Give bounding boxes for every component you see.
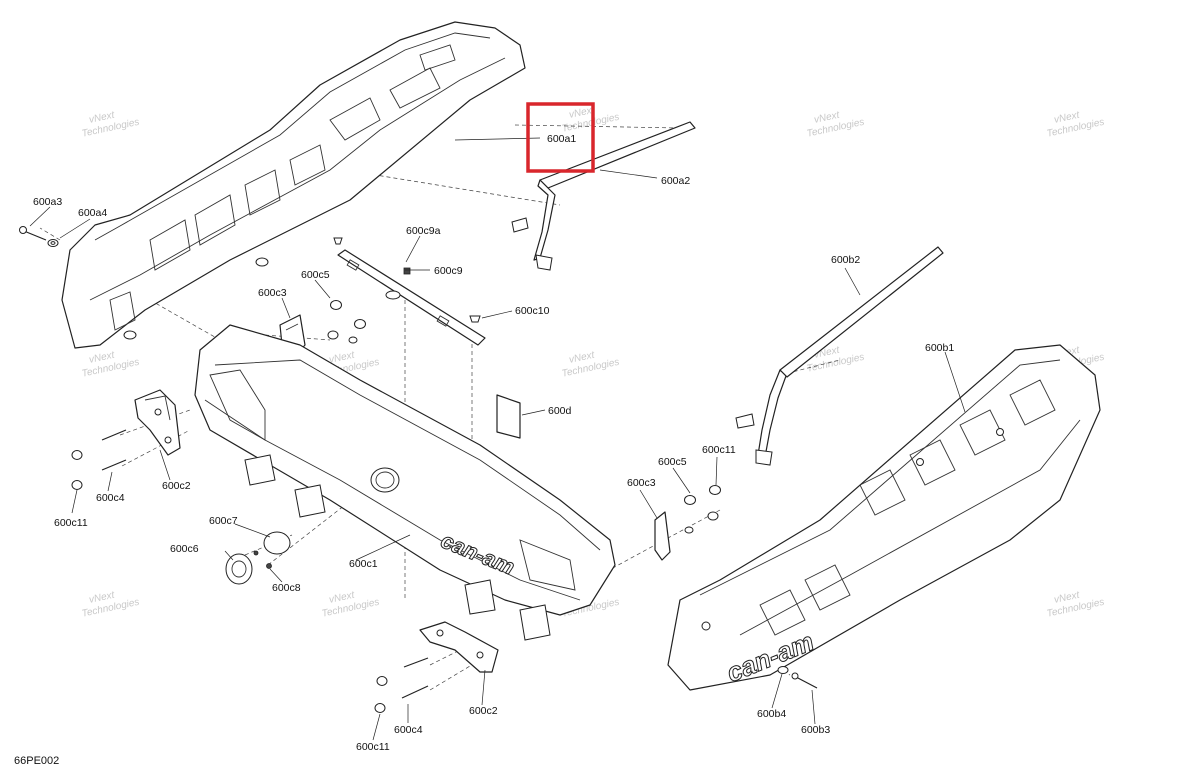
center-main-panel[interactable]: can-am: [194, 324, 616, 641]
panel-tab: [244, 454, 276, 486]
label-600c7[interactable]: 600c7: [209, 515, 238, 527]
label-600b3[interactable]: 600b3: [801, 724, 830, 736]
label-600a3[interactable]: 600a3: [33, 196, 62, 208]
watermark: vNext Technologies: [81, 350, 141, 380]
label-600c5-left[interactable]: 600c5: [301, 269, 330, 281]
panel-tab: [294, 484, 326, 518]
panel-hole: [916, 458, 924, 466]
svg-text:vNext: vNext: [568, 105, 596, 121]
emblem-600c6[interactable]: [225, 553, 253, 585]
label-600c10[interactable]: 600c10: [515, 305, 550, 317]
panel-hole: [996, 428, 1004, 436]
svg-text:vNext: vNext: [88, 110, 116, 126]
spacer-600c11-bottom[interactable]: [374, 676, 388, 713]
highlight-box: [526, 102, 595, 173]
watermark: vNext Technologies: [321, 590, 381, 620]
svg-text:vNext: vNext: [328, 350, 356, 366]
label-600c9[interactable]: 600c9: [434, 265, 463, 277]
svg-text:vNext: vNext: [328, 590, 356, 606]
center-bracket-plate[interactable]: [337, 249, 486, 346]
panel-tab: [519, 604, 551, 641]
mounting-stud: [123, 330, 137, 340]
washer-600a4[interactable]: [47, 239, 59, 247]
watermark: vNext Technologies: [81, 590, 141, 620]
nut-600c5-left[interactable]: [327, 300, 366, 344]
label-600b2[interactable]: 600b2: [831, 254, 860, 266]
disc-600c7[interactable]: [263, 531, 291, 555]
label-600c6[interactable]: 600c6: [170, 543, 199, 555]
watermark: vNext Technologies: [1046, 590, 1106, 620]
assembly-line: [429, 639, 481, 666]
label-600a4[interactable]: 600a4: [78, 207, 107, 219]
svg-text:vNext: vNext: [88, 590, 116, 606]
screw-600c8[interactable]: [253, 550, 272, 569]
bar-end-cap: [755, 449, 773, 466]
label-600a2[interactable]: 600a2: [661, 175, 690, 187]
label-600c3-left[interactable]: 600c3: [258, 287, 287, 299]
watermark: vNext Technologies: [806, 110, 866, 140]
nut-600c5-right[interactable]: [684, 485, 721, 534]
assembly-line: [39, 227, 61, 241]
label-600c8[interactable]: 600c8: [272, 582, 301, 594]
label-600c3-right[interactable]: 600c3: [627, 477, 656, 489]
assembly-line: [267, 504, 346, 566]
spacer-600c11-left[interactable]: [71, 450, 83, 490]
latch-600c2-bottom[interactable]: [419, 621, 499, 673]
label-600c1[interactable]: 600c1: [349, 558, 378, 570]
label-600c4-bottom[interactable]: 600c4: [394, 724, 423, 736]
label-600d[interactable]: 600d: [548, 405, 572, 417]
label-600c11-bottom[interactable]: 600c11: [356, 741, 390, 753]
screw-600c10[interactable]: [469, 315, 481, 323]
bolt-600a3[interactable]: [19, 226, 47, 241]
plate-hole: [385, 290, 401, 300]
label-600c2-left[interactable]: 600c2: [162, 480, 191, 492]
watermark: vNext Technologies: [81, 110, 141, 140]
label-600c9a[interactable]: 600c9a: [406, 225, 441, 237]
watermark: vNext Technologies: [1046, 110, 1106, 140]
label-600a1[interactable]: 600a1: [547, 133, 576, 145]
svg-text:vNext: vNext: [1053, 590, 1081, 606]
panel-hole: [701, 621, 711, 631]
label-600c11-left[interactable]: 600c11: [54, 517, 88, 529]
bar-bracket: [735, 413, 755, 429]
panel-tab: [464, 579, 496, 615]
bolt-600c4-left[interactable]: [101, 429, 127, 471]
right-side-panel[interactable]: can-am: [667, 344, 1101, 691]
right-bar[interactable]: [735, 246, 944, 466]
label-600c2-bottom[interactable]: 600c2: [469, 705, 498, 717]
left-side-panel[interactable]: [61, 21, 526, 349]
diagram-reference: 66PE002: [14, 755, 59, 767]
center-circle: [370, 467, 400, 493]
bolt-600c4-bottom[interactable]: [401, 657, 429, 699]
label-600c4-left[interactable]: 600c4: [96, 492, 125, 504]
bar-bracket: [511, 217, 529, 233]
bolt-600b3[interactable]: [791, 672, 818, 689]
assembly-line: [429, 659, 481, 691]
label-600c11-right[interactable]: 600c11: [702, 444, 736, 456]
assembly-line: [344, 169, 561, 206]
watermark: vNext Technologies: [561, 350, 621, 380]
label-600c5-right[interactable]: 600c5: [658, 456, 687, 468]
washer-600b4[interactable]: [777, 666, 789, 674]
label-600b4[interactable]: 600b4: [757, 708, 786, 720]
bar-end-cap: [535, 254, 553, 271]
leader-lines: [29, 137, 966, 741]
nut-600c9a[interactable]: [403, 267, 411, 275]
bracket-600c3-right[interactable]: [654, 511, 671, 561]
svg-text:vNext: vNext: [813, 110, 841, 126]
label-600b1[interactable]: 600b1: [925, 342, 954, 354]
small-screw-top: [333, 237, 343, 245]
mounting-stud: [255, 257, 269, 267]
assembly-line: [264, 334, 331, 341]
svg-text:vNext: vNext: [88, 350, 116, 366]
label-sticker-600d[interactable]: [496, 394, 521, 439]
svg-text:vNext: vNext: [568, 350, 596, 366]
part-labels: 600a1 600a2 600a3 600a4 600c9a 600c9 600…: [33, 133, 954, 753]
svg-text:vNext: vNext: [1053, 110, 1081, 126]
left-bar[interactable]: [511, 121, 696, 271]
latch-600c2-left[interactable]: [134, 389, 181, 456]
